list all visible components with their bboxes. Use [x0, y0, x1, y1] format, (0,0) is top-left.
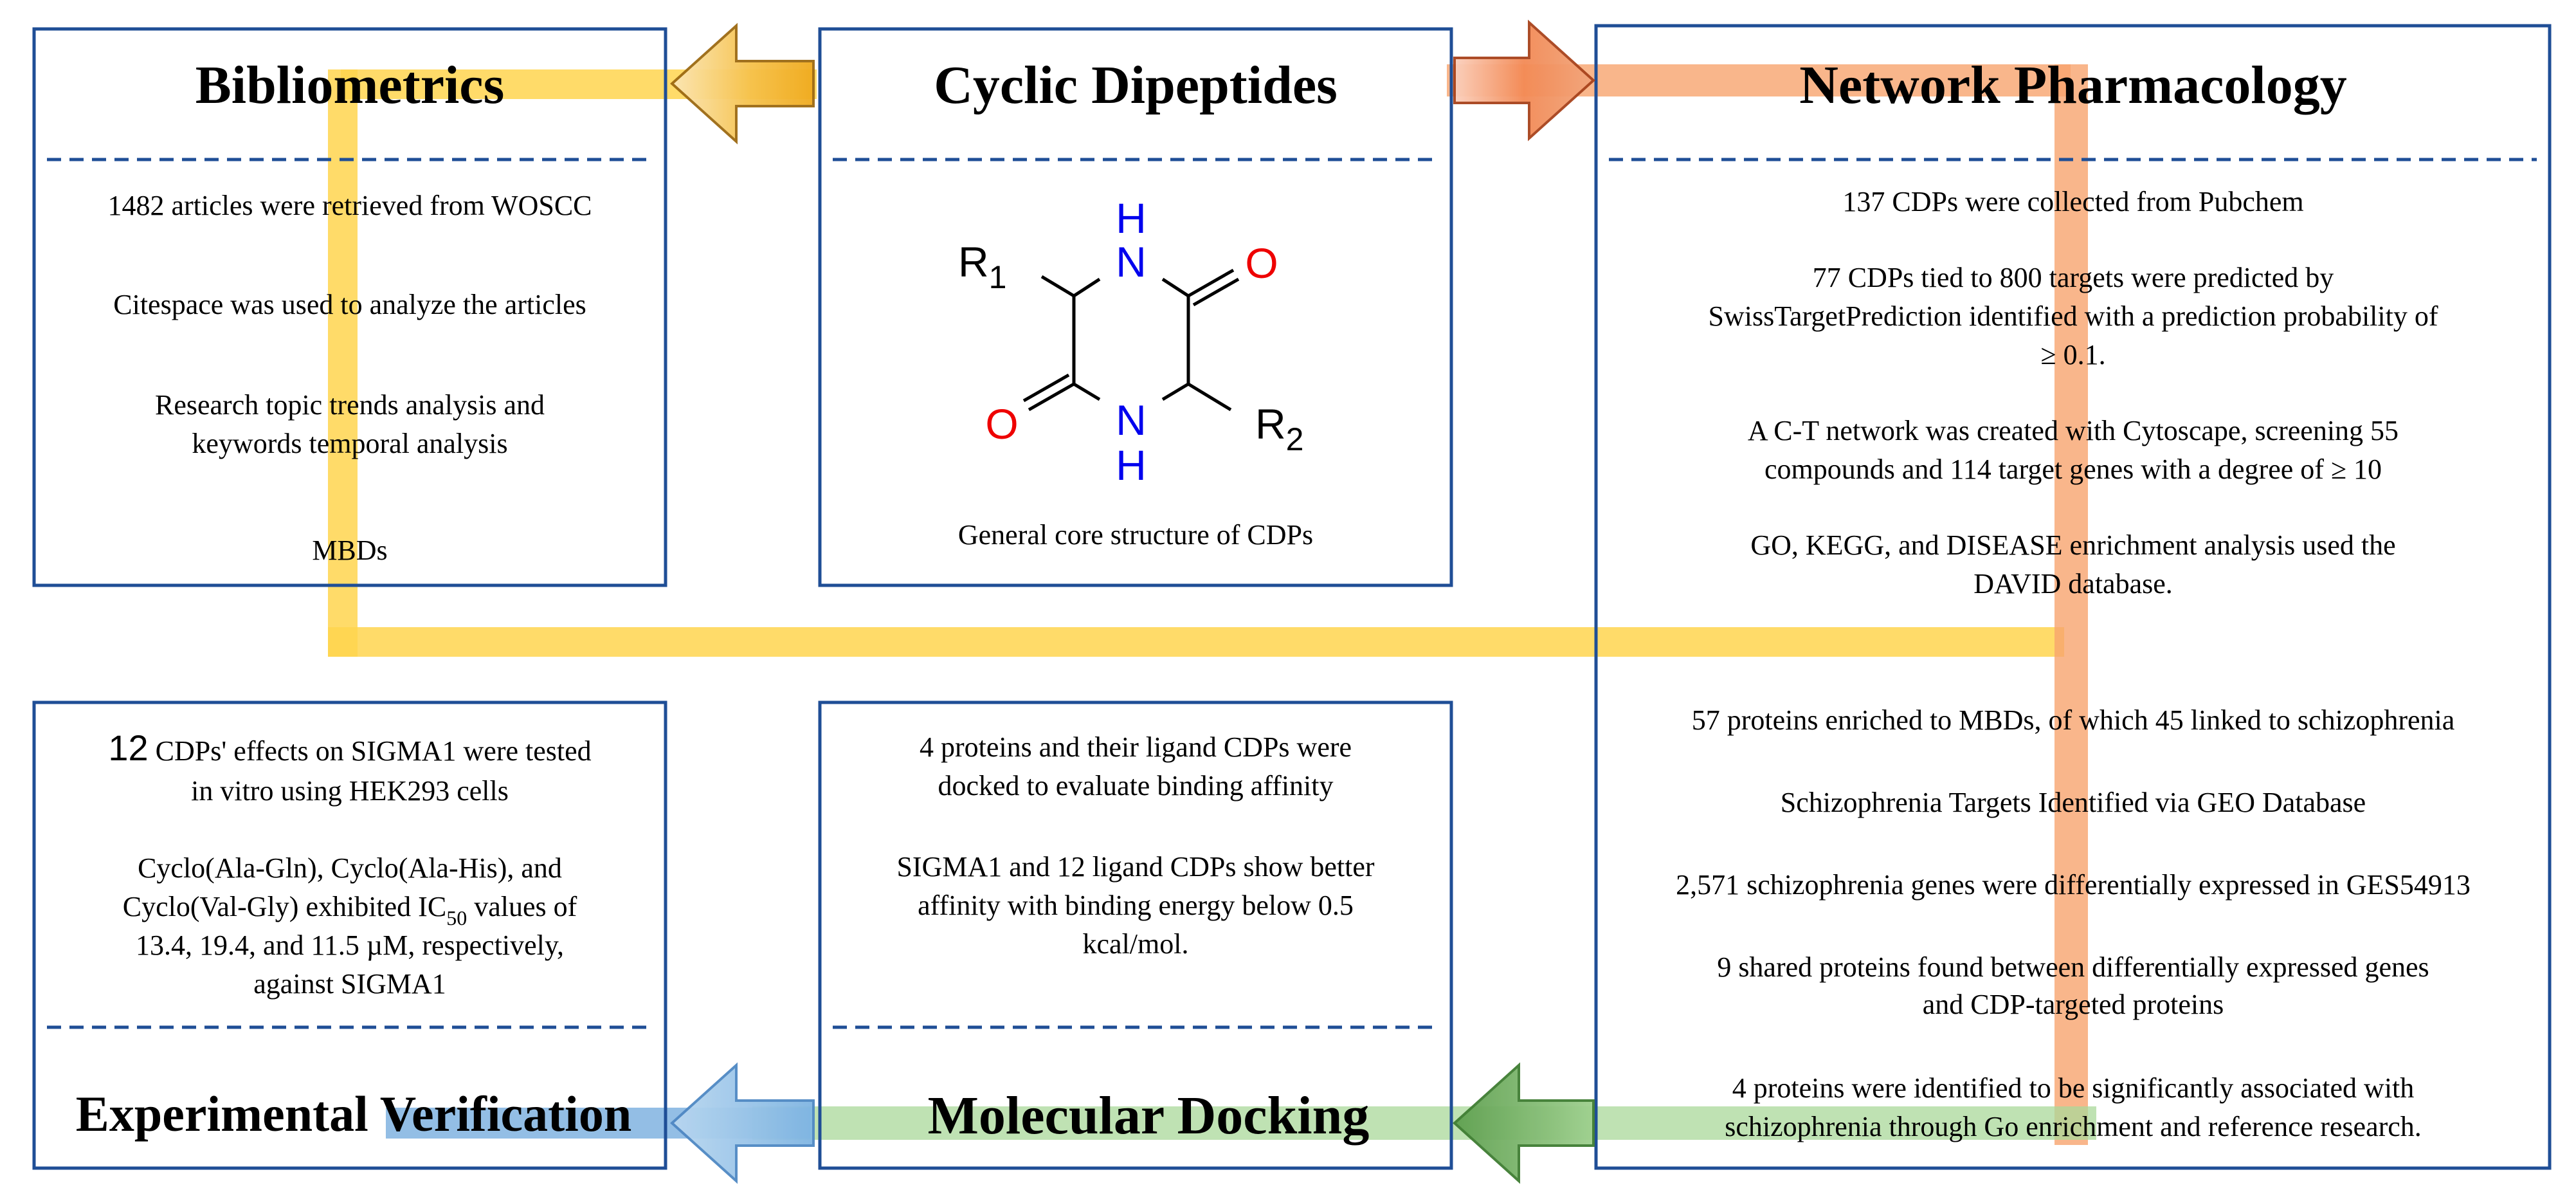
double-bond: [1028, 382, 1075, 412]
np-line-7: GO, KEGG, and DISEASE enrichment analysi…: [1750, 529, 2395, 561]
bond: [1161, 277, 1190, 298]
yellow-path-bottom: [328, 627, 2064, 657]
bond: [1073, 382, 1101, 401]
cdp-core-structure: H N N H O O R1 R2: [958, 194, 1303, 489]
cyclic-dipeptides-box: [818, 27, 1453, 587]
np-line-12: 9 shared proteins found between differen…: [1717, 951, 2429, 983]
cyclic-dipeptides-title: Cyclic Dipeptides: [934, 55, 1338, 115]
r2-label: R2: [1255, 400, 1303, 457]
bibliometrics-line-1: 1482 articles were retrieved from WOSCC: [107, 190, 592, 221]
yellow-path-left: [328, 69, 358, 657]
molecular-docking-box: [818, 700, 1453, 1170]
bibliometrics-line-5: MBDs: [312, 535, 387, 566]
oxygen-left: O: [985, 400, 1018, 448]
bibliometrics-line-3: Research topic trends analysis and: [155, 389, 545, 421]
oxygen-right: O: [1245, 239, 1278, 287]
bond: [1073, 277, 1101, 298]
np-line-14: 4 proteins were identified to be signifi…: [1732, 1072, 2415, 1104]
arrow-left-to-experimental-verification: [670, 1062, 815, 1184]
bond: [1161, 382, 1190, 401]
nh-bottom-h: H: [1116, 441, 1147, 489]
bibliometrics-line-4: keywords temporal analysis: [192, 428, 507, 459]
molecular-docking-title: Molecular Docking: [928, 1086, 1370, 1146]
np-line-15: schizophrenia through Go enrichment and …: [1725, 1111, 2422, 1142]
network-pharmacology-title: Network Pharmacology: [1799, 55, 2346, 115]
np-line-8: DAVID database.: [1973, 568, 2173, 600]
green-path: [752, 1106, 2096, 1140]
arrow-left-to-molecular-docking: [1453, 1062, 1595, 1184]
ev-line-5: 13.4, 19.4, and 11.5 µM, respectively,: [136, 929, 564, 961]
bibliometrics-box: [32, 27, 667, 587]
np-line-6: compounds and 114 target genes with a de…: [1764, 453, 2382, 485]
ev-line-4: Cyclo(Val-Gly) exhibited IC50 values of: [123, 891, 577, 929]
r1-label: R1: [958, 238, 1006, 295]
md-line-2: docked to evaluate binding affinity: [938, 770, 1333, 801]
ev-line-1: 12 CDPs' effects on SIGMA1 were tested: [108, 728, 591, 768]
np-line-3: SwissTargetPrediction identified with a …: [1709, 300, 2438, 332]
np-line-1: 137 CDPs were collected from Pubchem: [1842, 186, 2303, 217]
double-bond: [1192, 277, 1240, 307]
experimental-verification-title: Experimental Verification: [76, 1086, 631, 1142]
md-line-3: SIGMA1 and 12 ligand CDPs show better: [896, 851, 1374, 883]
bibliometrics-line-2: Citespace was used to analyze the articl…: [113, 289, 586, 320]
arrow-right-to-network-pharmacology: [1453, 19, 1595, 142]
cdp-structure-caption: General core structure of CDPs: [958, 519, 1313, 551]
np-line-10: Schizophrenia Targets Identified via GEO…: [1781, 787, 2366, 818]
ev-line-2: in vitro using HEK293 cells: [191, 775, 509, 807]
nh-top-n: N: [1116, 238, 1147, 286]
double-bond: [1022, 373, 1070, 403]
ev-line-3: Cyclo(Ala-Gln), Cyclo(Ala-His), and: [138, 852, 562, 884]
np-line-2: 77 CDPs tied to 800 targets were predict…: [1813, 262, 2334, 293]
arrow-left-to-bibliometrics: [670, 23, 815, 145]
ev-line-6: against SIGMA1: [253, 968, 446, 1000]
md-line-5: kcal/mol.: [1083, 928, 1189, 960]
bibliometrics-title: Bibliometrics: [195, 55, 505, 115]
bond: [1040, 275, 1075, 298]
double-bond: [1187, 268, 1235, 298]
network-pharmacology-box: [1594, 24, 2552, 1170]
np-line-4: ≥ 0.1.: [2040, 339, 2105, 371]
nh-bottom-n: N: [1116, 396, 1147, 444]
np-line-11: 2,571 schizophrenia genes were different…: [1676, 869, 2471, 901]
experimental-verification-box: [32, 700, 667, 1170]
np-line-5: A C-T network was created with Cytoscape…: [1748, 415, 2399, 446]
md-line-4: affinity with binding energy below 0.5: [918, 890, 1354, 921]
bond: [1187, 382, 1232, 412]
np-line-9: 57 proteins enriched to MBDs, of which 4…: [1692, 704, 2455, 736]
orange-path-vertical: [2054, 64, 2088, 1145]
np-line-13: and CDP-targeted proteins: [1923, 989, 2224, 1020]
md-line-1: 4 proteins and their ligand CDPs were: [920, 731, 1352, 763]
nh-top-h: H: [1116, 194, 1147, 242]
